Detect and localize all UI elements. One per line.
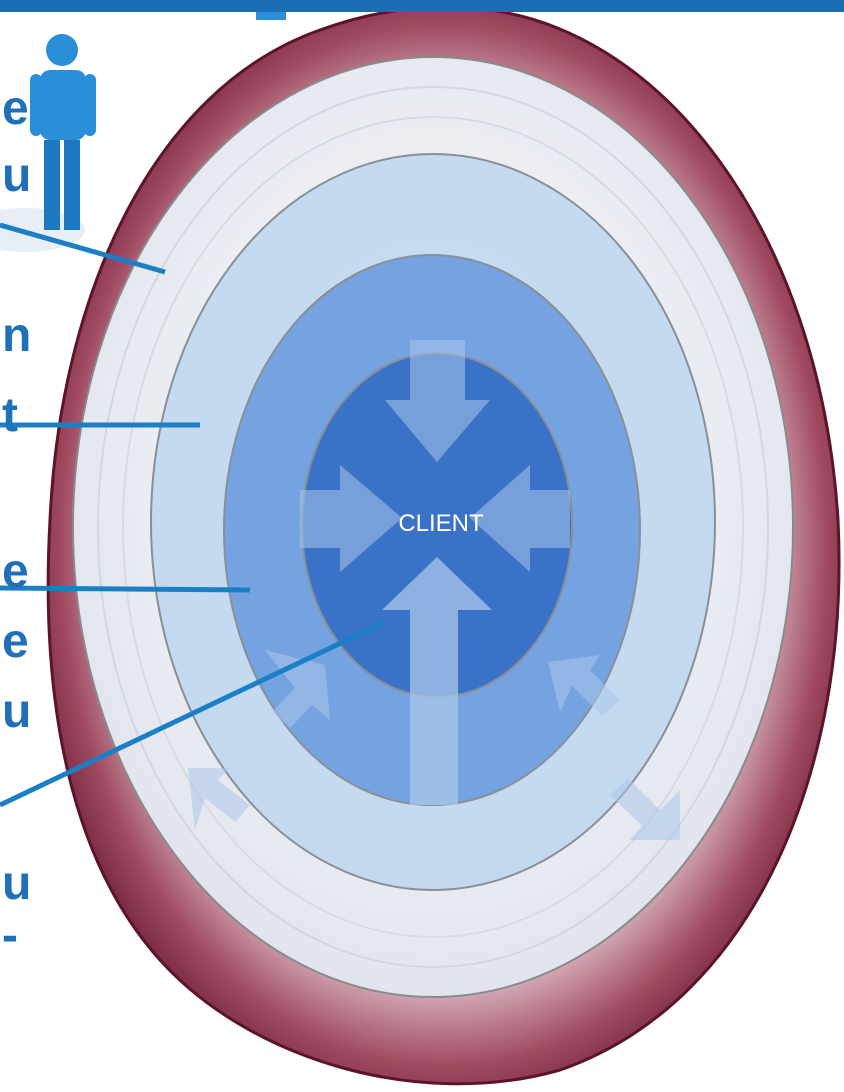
edge-text: e xyxy=(2,548,29,596)
edge-text: u xyxy=(2,688,31,736)
top-bar xyxy=(0,0,844,12)
edge-text: u xyxy=(2,152,31,200)
edge-text: e xyxy=(2,618,29,666)
edge-text: - xyxy=(2,912,18,960)
edge-text: e xyxy=(2,85,29,133)
edge-text: n xyxy=(2,312,31,360)
callout-line xyxy=(0,588,250,590)
client-label: CLIENT xyxy=(356,510,526,538)
edge-text: u xyxy=(2,860,31,908)
edge-text: t xyxy=(2,392,18,440)
person-icon xyxy=(0,34,96,252)
